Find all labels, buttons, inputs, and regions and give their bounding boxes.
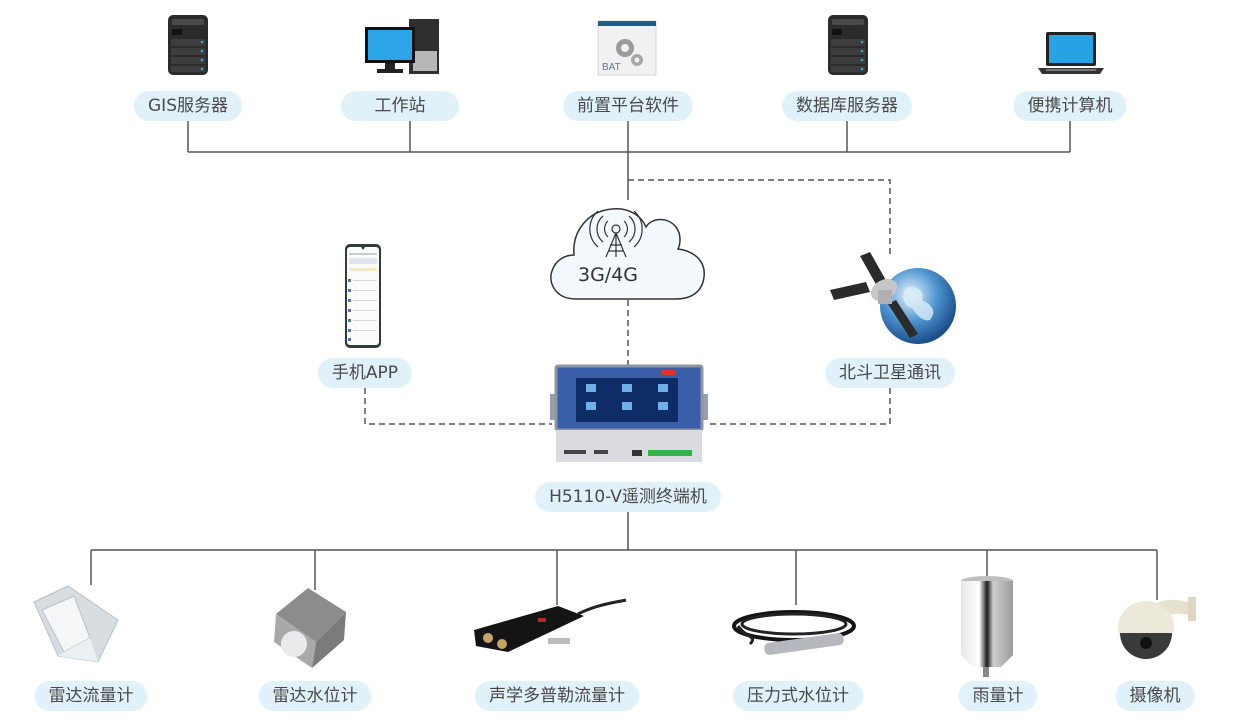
node-db-server-label: 数据库服务器 [782,91,912,121]
desktop-workstation-icon [365,15,441,79]
device-camera-label: 摄像机 [1115,681,1195,711]
bat-software-gears-icon: BAT [597,20,657,80]
satellite-label: 北斗卫星通讯 [825,358,955,388]
node-laptop-label: 便携计算机 [1013,91,1127,121]
pressure-level-sensor-icon [728,600,864,666]
svg-text:BAT: BAT [602,62,621,73]
node-frontend-software-label: 前置平台软件 [563,91,693,121]
device-radar-flowmeter-label: 雷达流量计 [34,681,148,711]
device-pressure-level-label: 压力式水位计 [733,681,863,711]
node-gis-server-label: GIS服务器 [134,91,242,121]
node-workstation-label: 工作站 [341,91,459,121]
dashed-satellite-terminal [706,388,891,425]
laptop-icon [1036,30,1106,80]
terminal-label: H5110-V遥测终端机 [535,482,721,512]
rain-gauge-icon [955,575,1019,683]
device-rain-gauge-label: 雨量计 [958,681,1038,711]
server-tower-icon [166,14,210,80]
acoustic-doppler-icon [468,598,628,658]
server-tower-icon [826,14,870,80]
dome-camera-icon [1112,593,1198,669]
device-radar-level-label: 雷达水位计 [258,681,372,711]
smartphone-icon [335,243,391,353]
dashed-app-terminal [364,388,552,425]
radar-flowmeter-icon [28,582,124,672]
dashed-satellite-uplink [628,179,891,258]
radar-level-gauge-icon [272,584,348,672]
satellite-globe-icon [826,248,960,352]
rtu-terminal-icon [550,364,708,468]
mobile-app-label: 手机APP [317,358,413,388]
network-label: 3G/4G [578,264,639,286]
cell-tower-cloud-icon [546,195,708,305]
device-acoustic-doppler-label: 声学多普勒流量计 [475,681,639,711]
